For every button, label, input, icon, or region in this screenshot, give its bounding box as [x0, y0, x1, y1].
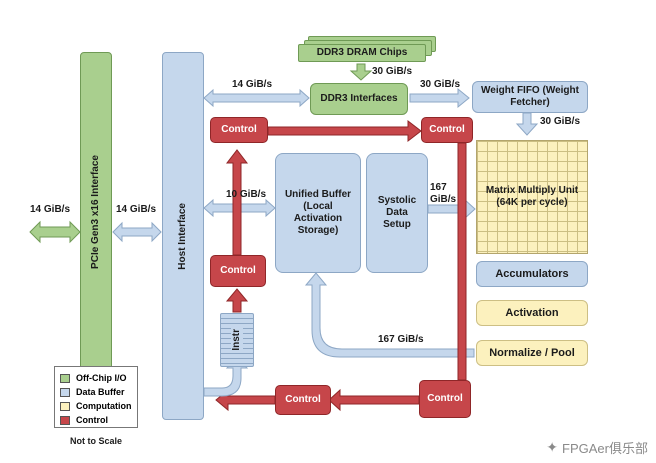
bw-fifo-matrix: 30 GiB/s — [540, 116, 581, 127]
pcie-host-arrow — [112, 221, 162, 243]
ddr3-interfaces-label: DDR3 Interfaces — [320, 93, 398, 104]
control-bottom-right: Control — [419, 380, 471, 418]
bw-pcie-host: 14 GiB/s — [116, 204, 157, 215]
unified-buffer-label: Unified Buffer (Local Activation Storage… — [284, 189, 352, 236]
ctrl-bottom-arrow-1 — [328, 388, 420, 412]
legend-item-computation: Computation — [60, 399, 132, 413]
matrix-multiply-label: Matrix Multiply Unit (64K per cycle) — [485, 185, 579, 208]
dram-ddr3-arrow — [349, 63, 373, 81]
normalize-pool: Normalize / Pool — [476, 340, 588, 366]
footnote: Not to Scale — [70, 436, 123, 446]
legend-item-control: Control — [60, 413, 132, 427]
ctrl-to-ctrl-arrow — [267, 119, 422, 143]
control-top-right: Control — [421, 117, 473, 143]
accumulators: Accumulators — [476, 261, 588, 287]
instr-ctrl-arrow — [225, 288, 249, 313]
legend-swatch-data-buffer — [60, 387, 70, 397]
legend: Off-Chip I/O Data Buffer Computation Con… — [54, 366, 138, 428]
bw-host-buffer: 10 GiB/s — [226, 189, 267, 200]
instr-queue: Instr — [220, 313, 254, 367]
pcie-label: PCIe Gen3 x16 Interface — [90, 155, 101, 269]
legend-swatch-control — [60, 415, 70, 425]
control-mid-left-label: Control — [220, 265, 256, 276]
activation: Activation — [476, 300, 588, 326]
ddr3-fifo-arrow — [409, 87, 470, 109]
weight-fifo: Weight FIFO (Weight Fetcher) — [472, 81, 588, 113]
accumulators-label: Accumulators — [495, 268, 569, 280]
control-top-left-label: Control — [221, 124, 257, 135]
legend-label-computation: Computation — [76, 401, 132, 411]
watermark-text: FPGAer俱乐部 — [562, 441, 648, 456]
host-ddr3-arrow — [203, 88, 310, 108]
dram-chips: DDR3 DRAM Chips — [298, 44, 426, 62]
control-top-right-label: Control — [429, 124, 465, 135]
activation-label: Activation — [505, 307, 559, 319]
ddr3-interfaces: DDR3 Interfaces — [310, 83, 408, 115]
instr-label: Instr — [231, 327, 243, 353]
legend-label-off-chip: Off-Chip I/O — [76, 373, 127, 383]
bw-dram-ddr3: 30 GiB/s — [372, 66, 413, 77]
matrix-multiply-unit: Matrix Multiply Unit (64K per cycle) — [476, 140, 588, 254]
unified-buffer: Unified Buffer (Local Activation Storage… — [275, 153, 361, 273]
legend-item-data-buffer: Data Buffer — [60, 385, 132, 399]
systolic-data-setup-label: Systolic Data Setup — [377, 195, 417, 230]
control-top-left: Control — [210, 117, 268, 143]
systolic-data-setup: Systolic Data Setup — [366, 153, 428, 273]
control-bottom-mid: Control — [275, 385, 331, 415]
legend-swatch-computation — [60, 401, 70, 411]
host-interface-label: Host Interface — [177, 202, 188, 270]
control-bottom-mid-label: Control — [285, 394, 321, 405]
pcie-interface: PCIe Gen3 x16 Interface — [80, 52, 112, 372]
bw-host-ddr3: 14 GiB/s — [232, 79, 273, 90]
control-bottom-right-label: Control — [427, 393, 463, 404]
bw-pool-buffer: 167 GiB/s — [378, 334, 424, 345]
wechat-icon: ✦ — [546, 439, 559, 455]
dram-chips-label: DDR3 DRAM Chips — [316, 47, 408, 58]
bw-ddr3-fifo: 30 GiB/s — [420, 79, 461, 90]
pool-buffer-arrow — [304, 272, 475, 358]
host-interface: Host Interface — [162, 52, 204, 420]
control-mid-left: Control — [210, 255, 266, 287]
normalize-pool-label: Normalize / Pool — [489, 347, 575, 359]
pcie-external-arrow — [29, 220, 81, 244]
fifo-matrix-arrow — [515, 112, 539, 136]
bw-pcie-external: 14 GiB/s — [30, 204, 71, 215]
legend-label-data-buffer: Data Buffer — [76, 387, 125, 397]
legend-item-off-chip: Off-Chip I/O — [60, 371, 132, 385]
ctrl-mid-up-arrow — [225, 149, 249, 256]
weight-fifo-label: Weight FIFO (Weight Fetcher) — [481, 85, 579, 108]
legend-swatch-off-chip — [60, 373, 70, 383]
watermark: ✦ FPGAer俱乐部 — [546, 438, 648, 457]
legend-label-control: Control — [76, 415, 108, 425]
ctrl-right-vertical — [457, 142, 467, 381]
